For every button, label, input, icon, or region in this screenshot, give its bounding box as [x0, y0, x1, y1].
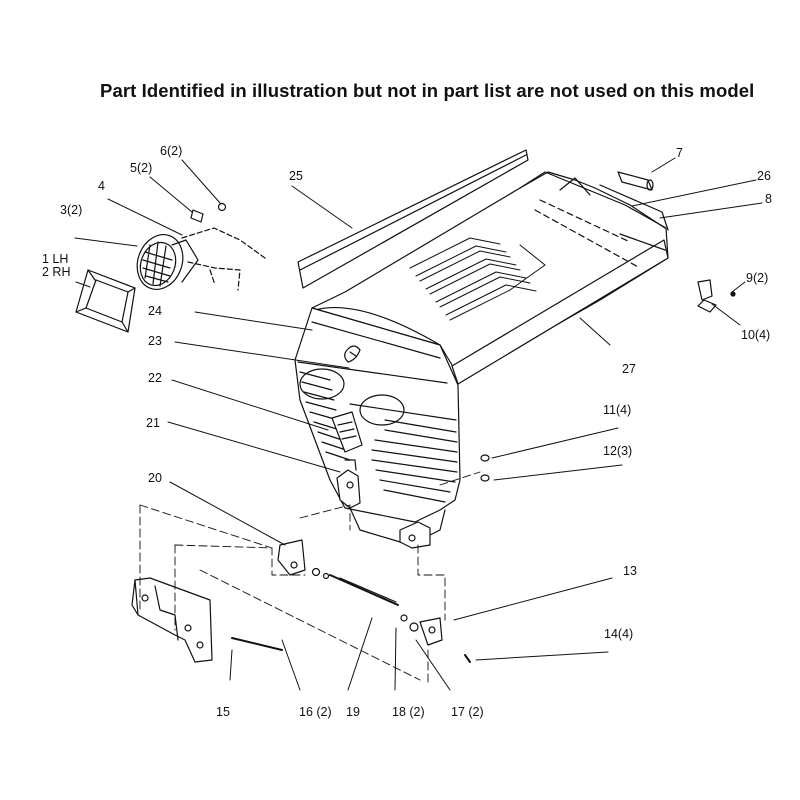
callout-5: 5(2)	[130, 161, 152, 175]
callout-10: 10(4)	[741, 328, 770, 342]
callout-8: 8	[765, 192, 772, 206]
leader-lines	[74, 157, 763, 691]
latch-bracket	[336, 459, 361, 509]
callout-1: 1 LH	[42, 252, 68, 266]
hinge-rod	[311, 567, 419, 632]
hood-body	[311, 171, 669, 385]
front-grille	[294, 307, 461, 546]
grille-latch	[331, 411, 363, 453]
callout-25: 25	[289, 169, 303, 183]
callout-9: 9(2)	[746, 271, 768, 285]
callout-2: 2 RH	[42, 265, 70, 279]
callout-20: 20	[148, 471, 162, 485]
callout-15: 15	[216, 705, 230, 719]
callout-labels: 1 LH 2 RH 3(2) 4 5(2) 6(2) 7 8 9(2) 10(4…	[42, 144, 772, 719]
callout-14: 14(4)	[604, 627, 633, 641]
hinge-bracket-right	[419, 617, 471, 663]
callout-11: 11(4)	[603, 403, 631, 417]
hinge-bracket-left	[277, 539, 306, 576]
callout-6: 6(2)	[160, 144, 182, 158]
frame-bracket	[131, 577, 213, 663]
callout-18: 18 (2)	[392, 705, 425, 719]
grille-mount-bracket	[399, 521, 431, 549]
hood-handle	[617, 171, 654, 191]
callout-26: 26	[757, 169, 771, 183]
hood-top-strip	[297, 149, 529, 289]
pivot-pin	[231, 637, 283, 651]
callout-7: 7	[676, 146, 683, 160]
callout-13: 13	[623, 564, 637, 578]
callout-4: 4	[98, 179, 105, 193]
callout-17: 17 (2)	[451, 705, 484, 719]
callout-16: 16 (2)	[299, 705, 332, 719]
assembly-lines	[139, 471, 481, 686]
callout-22: 22	[148, 371, 162, 385]
callout-23: 23	[148, 334, 162, 348]
washers	[480, 454, 490, 482]
emblem	[344, 345, 361, 363]
headlight	[136, 234, 199, 290]
callout-19: 19	[346, 705, 360, 719]
wire-harness	[181, 227, 266, 291]
hood-vent-slots	[409, 237, 546, 321]
side-latch-hardware	[697, 279, 736, 313]
callout-24: 24	[148, 304, 162, 318]
mount-hardware	[190, 202, 227, 223]
callout-27: 27	[622, 362, 636, 376]
headlight-housing	[75, 269, 136, 333]
diagram-heading: Part Identified in illustration but not …	[100, 80, 755, 101]
callout-3: 3(2)	[60, 203, 82, 217]
callout-12: 12(3)	[603, 444, 632, 458]
callout-21: 21	[146, 416, 160, 430]
